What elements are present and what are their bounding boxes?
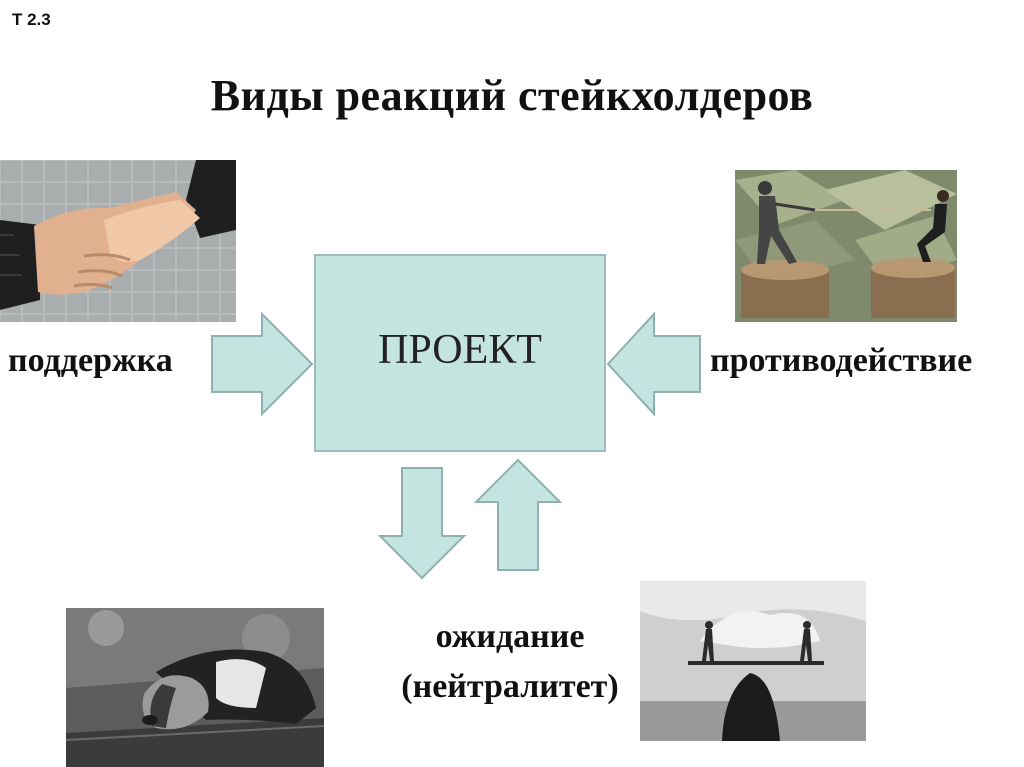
waiting-label-line1: ожидание bbox=[330, 612, 690, 662]
opposition-label: противодействие bbox=[710, 342, 972, 380]
waiting-label: ожидание (нейтралитет) bbox=[330, 612, 690, 712]
support-label: поддержка bbox=[8, 342, 173, 380]
waiting-label-line2: (нейтралитет) bbox=[330, 662, 690, 712]
